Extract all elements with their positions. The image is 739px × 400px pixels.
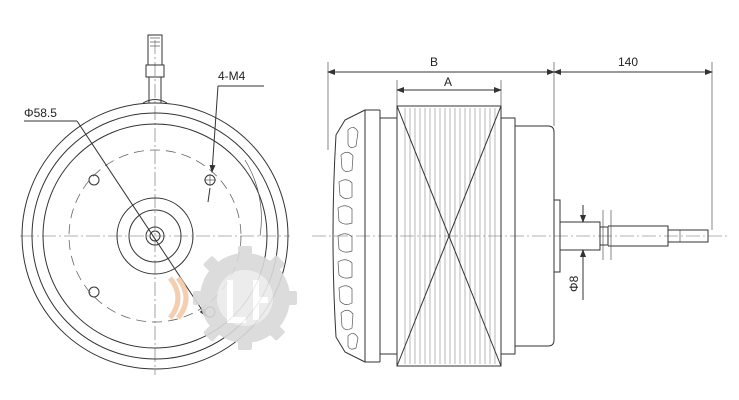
cross-line <box>396 105 502 367</box>
shaft-diameter-dimension: Φ8 <box>567 205 586 300</box>
mounting-hole <box>88 286 100 298</box>
rotor-fins <box>404 108 496 364</box>
hub-inner <box>128 209 182 263</box>
rotor-body <box>380 105 502 367</box>
outer-rim-inner <box>31 112 279 360</box>
mounting-hole <box>88 174 100 186</box>
cable-lead <box>142 34 168 104</box>
rotor-length-label: A <box>444 75 452 89</box>
holes-leader <box>209 85 219 173</box>
shaft-length-label: 140 <box>618 55 638 69</box>
outer-rim <box>21 102 289 370</box>
shaft-diameter-label: Φ8 <box>567 275 581 292</box>
bolt-circle <box>68 149 242 323</box>
housing-face <box>42 123 268 349</box>
shaft-bore <box>145 226 165 246</box>
cooling-slots <box>337 127 359 350</box>
mounting-holes-label: 4-M4 <box>218 69 246 83</box>
hub-outer <box>116 197 194 275</box>
side-view: Φ8 B A 140 <box>312 55 730 367</box>
shaft-end <box>149 230 161 242</box>
overall-length-label: B <box>430 55 438 69</box>
rear-flange <box>500 117 561 355</box>
front-view: Φ58.5 4-M4 <box>20 34 290 375</box>
shaft <box>560 210 709 260</box>
watermark-logo <box>167 246 297 350</box>
diameter-dimension-line <box>76 120 207 317</box>
bolt-circle-diameter-label: Φ58.5 <box>24 106 57 120</box>
end-cap <box>332 109 381 363</box>
